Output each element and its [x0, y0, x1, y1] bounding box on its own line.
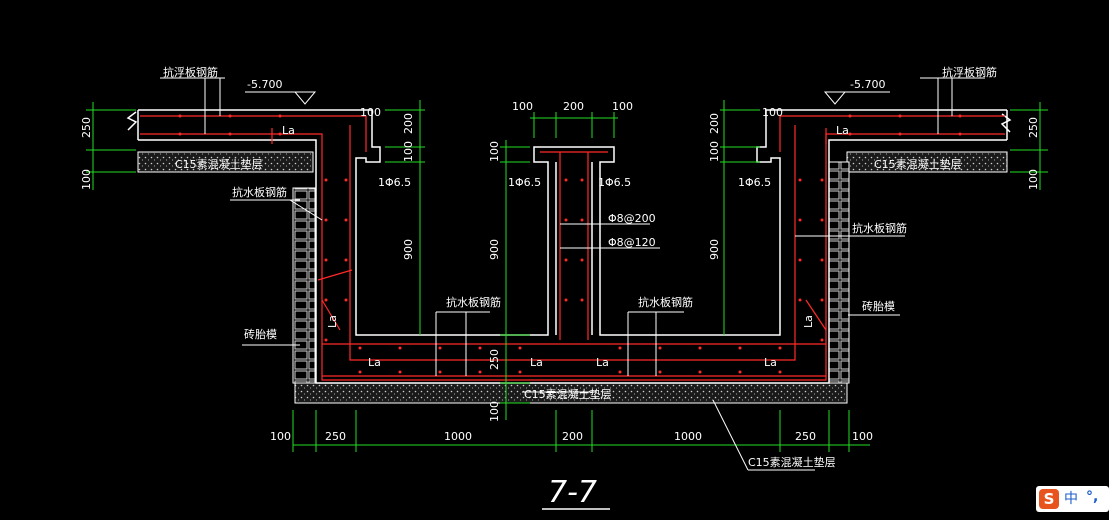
dim-900-left: 900 [402, 239, 415, 260]
label-rebar-d65-2: 1Φ6.5 [508, 176, 541, 189]
label-la-7: La [326, 315, 339, 328]
section-title: 7-7 [542, 475, 610, 510]
concrete-outline [126, 109, 1012, 384]
ime-toolbar[interactable]: S 中 °, [1036, 486, 1109, 512]
dim-bottom-4: 200 [562, 430, 583, 443]
dim-100-center-bottom: 100 [488, 401, 501, 422]
dim-100-right: 100 [708, 141, 721, 162]
label-c15-bottom: C15素混凝土垫层 [524, 387, 612, 401]
dim-100-left: 100 [402, 141, 415, 162]
dim-bottom-1: 100 [270, 430, 291, 443]
dim-100-center: 100 [488, 141, 501, 162]
label-la-4: La [530, 356, 543, 369]
label-rebar-8-120: Φ8@120 [608, 236, 656, 249]
dim-bottom-5: 1000 [674, 430, 702, 443]
text-labels: -5.700 -5.700 抗浮板钢筋 抗浮板钢筋 抗水板钢筋 抗水板钢筋 抗水… [163, 65, 997, 469]
label-kangshui-bottom-right: 抗水板钢筋 [638, 295, 693, 309]
dim-left-250: 250 [80, 117, 93, 138]
label-kangshui-left: 抗水板钢筋 [232, 185, 287, 199]
dim-top-2: 200 [563, 100, 584, 113]
dim-bottom-7: 100 [852, 430, 873, 443]
dim-900-center: 900 [488, 239, 501, 260]
dim-left-100: 100 [80, 169, 93, 190]
label-la-8: La [802, 315, 815, 328]
label-la-1: La [282, 124, 295, 137]
title-text: 7-7 [548, 475, 597, 510]
dim-900-right: 900 [708, 239, 721, 260]
label-kangshui-bottom-left: 抗水板钢筋 [446, 295, 501, 309]
dim-250-center: 250 [488, 349, 501, 370]
label-la-2: La [836, 124, 849, 137]
label-rebar-d65-3: 1Φ6.5 [598, 176, 631, 189]
dim-bottom-2: 250 [325, 430, 346, 443]
label-brick-right: 砖胎模 [862, 299, 895, 313]
dim-200-left: 200 [402, 113, 415, 134]
elev-right: -5.700 [850, 78, 885, 91]
ime-punctuation-toggle[interactable]: °, [1086, 489, 1099, 505]
label-la-5: La [596, 356, 609, 369]
dim-top-3: 100 [612, 100, 633, 113]
c15-bedding [137, 151, 1008, 404]
label-brick-left: 砖胎模 [244, 327, 277, 341]
dim-top-100-left: 100 [360, 106, 381, 119]
rebar-dots [178, 114, 962, 374]
label-rebar-8-200: Φ8@200 [608, 212, 656, 225]
sogou-logo-icon[interactable]: S [1039, 489, 1059, 509]
label-kangshui-right: 抗水板钢筋 [852, 221, 907, 235]
elev-left: -5.700 [247, 78, 282, 91]
dim-right-250: 250 [1027, 117, 1040, 138]
dim-200-right: 200 [708, 113, 721, 134]
label-la-3: La [368, 356, 381, 369]
label-c15-callout: C15素混凝土垫层 [748, 455, 836, 469]
leader-lines [160, 77, 985, 471]
dim-top-1: 100 [512, 100, 533, 113]
label-la-6: La [764, 356, 777, 369]
label-kangfu-top-left: 抗浮板钢筋 [163, 65, 218, 79]
dim-bottom-6: 250 [795, 430, 816, 443]
rebar-lines [140, 115, 1005, 381]
label-c15-top-right: C15素混凝土垫层 [874, 157, 962, 171]
label-kangfu-top-right: 抗浮板钢筋 [942, 65, 997, 79]
brick-formwork [292, 161, 850, 384]
dimension-lines [86, 100, 1048, 452]
dim-right-100: 100 [1027, 169, 1040, 190]
dim-top-100-right: 100 [762, 106, 783, 119]
dimension-text: 100 250 1000 200 1000 250 100 100 200 10… [80, 100, 1040, 443]
label-rebar-d65-1: 1Φ6.5 [378, 176, 411, 189]
label-rebar-d65-4: 1Φ6.5 [738, 176, 771, 189]
dim-bottom-3: 1000 [444, 430, 472, 443]
ime-language-toggle[interactable]: 中 [1064, 491, 1078, 507]
label-c15-top-left: C15素混凝土垫层 [175, 157, 263, 171]
